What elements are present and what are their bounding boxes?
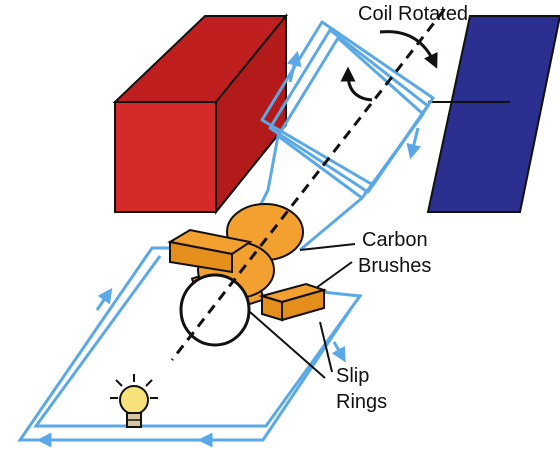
north-magnet — [112, 13, 289, 215]
slip-rings-label-line2: Rings — [336, 391, 387, 413]
rotating-coil — [260, 20, 435, 200]
coil-turn — [268, 28, 430, 194]
carbon-brushes-label-line1: Carbon — [362, 229, 428, 251]
circuit-wire — [17, 246, 352, 442]
curved-arrow-icon — [340, 30, 438, 102]
carbon-brushes — [167, 228, 328, 322]
south-magnet — [426, 15, 560, 213]
rotation-axis — [170, 9, 446, 361]
carbon-brush — [281, 288, 325, 322]
carbon-brush — [169, 240, 233, 274]
coil-turn — [260, 20, 435, 187]
coil-turn — [276, 36, 425, 200]
north-magnet-front — [114, 101, 217, 213]
coil-rotated-label: Coil Rotated — [358, 3, 468, 25]
carbon-brushes-label-line2: Brushes — [358, 255, 431, 277]
circuit-wire — [33, 255, 363, 428]
slip-rings-label-line1: Slip — [336, 365, 369, 387]
light-bulb-icon — [110, 374, 158, 428]
label-pointers — [249, 243, 356, 379]
slip-ring-face — [179, 273, 251, 347]
external-circuit — [17, 246, 363, 448]
south-magnet-body — [426, 15, 560, 213]
